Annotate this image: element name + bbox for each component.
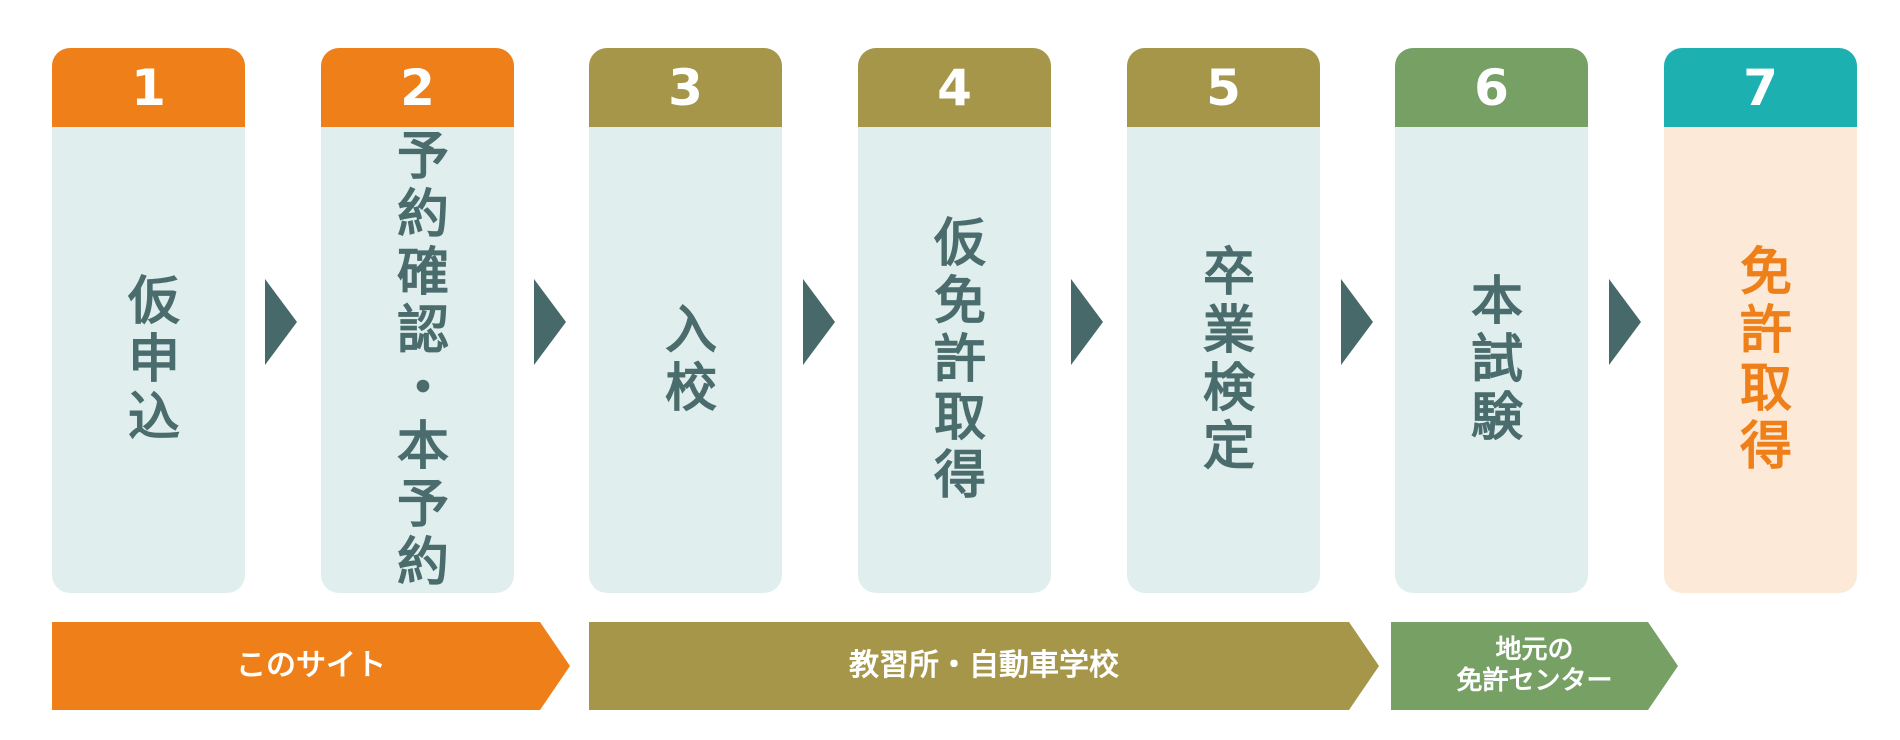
chevron-right-icon	[803, 279, 835, 365]
chevron-right-icon	[265, 279, 297, 365]
step-5-label: 卒業検定	[1193, 244, 1254, 476]
step-3-card: 3 入校	[589, 48, 782, 593]
step-1-card: 1 仮申込	[52, 48, 245, 593]
phase-this-site-banner: このサイト	[52, 622, 570, 710]
step-2-number: 2	[321, 48, 514, 127]
step-4-card: 4 仮免許取得	[858, 48, 1051, 593]
step-7-number: 7	[1664, 48, 1857, 127]
step-5-card: 5 卒業検定	[1127, 48, 1320, 593]
phase-license-center-label: 地元の 免許センター	[1456, 634, 1613, 696]
step-5-number: 5	[1127, 48, 1320, 127]
step-4-label: 仮免許取得	[924, 215, 985, 505]
step-6-label: 本試験	[1461, 273, 1522, 447]
phase-driving-school-label: 教習所・自動車学校	[849, 648, 1119, 683]
phase-this-site-label: このサイト	[236, 648, 386, 683]
step-2-label: 予約確認・本予約	[387, 128, 448, 592]
step-6-card: 6 本試験	[1395, 48, 1588, 593]
step-7-label: 免許取得	[1730, 244, 1791, 476]
step-3-label: 入校	[655, 302, 716, 418]
chevron-right-icon	[534, 279, 566, 365]
chevron-right-icon	[1341, 279, 1373, 365]
step-2-card: 2 予約確認・本予約	[321, 48, 514, 593]
phase-driving-school-banner: 教習所・自動車学校	[589, 622, 1379, 710]
step-6-number: 6	[1395, 48, 1588, 127]
step-1-label: 仮申込	[118, 273, 179, 447]
step-4-number: 4	[858, 48, 1051, 127]
step-1-number: 1	[52, 48, 245, 127]
step-7-card: 7 免許取得	[1664, 48, 1857, 593]
step-3-number: 3	[589, 48, 782, 127]
chevron-right-icon	[1609, 279, 1641, 365]
phase-license-center-banner: 地元の 免許センター	[1391, 622, 1678, 710]
chevron-right-icon	[1071, 279, 1103, 365]
